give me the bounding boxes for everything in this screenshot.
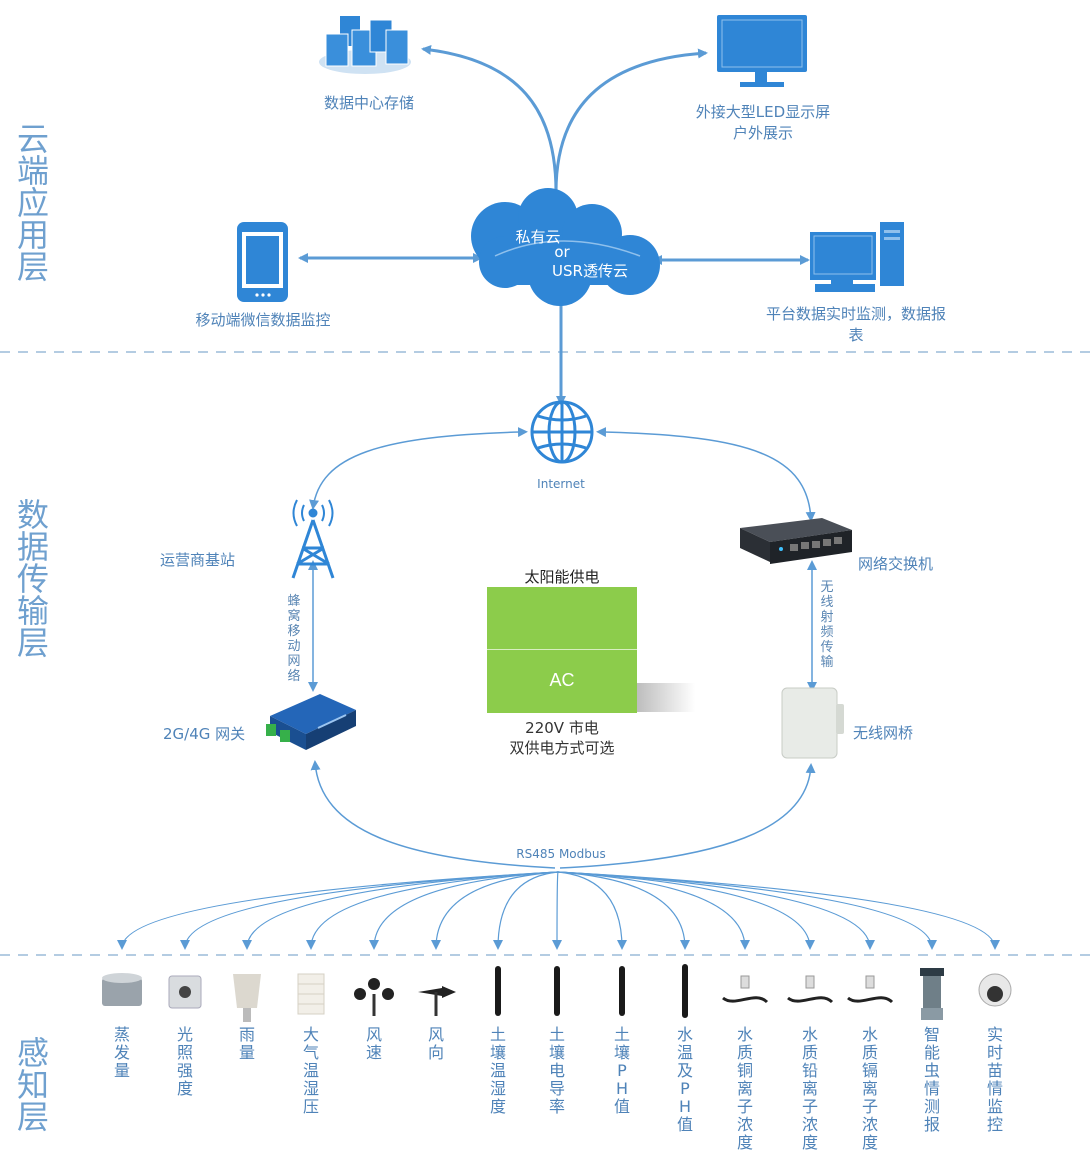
cloud-label-usr: USR透传云 xyxy=(552,262,628,280)
sensor-device-icon xyxy=(847,975,894,1004)
sensor-label: 蒸发量 xyxy=(113,1025,130,1080)
mobile-monitor-label: 移动端微信数据监控 xyxy=(195,311,331,329)
ac-label: AC xyxy=(549,670,575,690)
sensor-connections xyxy=(117,871,1000,950)
layer-label-cloud: 云端应用层 xyxy=(12,122,50,282)
led-display-label-line1: 外接大型LED显示屏 xyxy=(695,103,831,121)
sensor-device-icon xyxy=(102,973,142,1006)
sensor-connection-line xyxy=(557,871,937,950)
sensor-label: 水质镉离子浓度 xyxy=(861,1025,878,1152)
globe-icon xyxy=(530,400,594,464)
platform-monitor-label-line1: 平台数据实时监测，数据报 xyxy=(765,305,947,323)
gateway-router-icon xyxy=(266,694,356,750)
sensor-connection-line xyxy=(117,871,559,950)
monitor-icon xyxy=(717,15,807,87)
layer-label-transport: 数据传输层 xyxy=(12,498,50,658)
wireless-bridge-icon xyxy=(781,687,844,759)
sensor-label: 雨量 xyxy=(238,1025,255,1062)
sensor-connection-line xyxy=(557,871,1000,950)
cellular-network-label: 蜂窝移动网络 xyxy=(287,594,301,684)
sensor-device-icon xyxy=(354,978,394,1016)
power-supply-box: AC xyxy=(487,587,637,713)
solar-power-label: 太阳能供电 xyxy=(524,568,600,586)
sensor-connection-line xyxy=(557,871,690,950)
sensor-label: 大气温湿压 xyxy=(302,1025,319,1116)
solar-section xyxy=(487,587,637,649)
layer-label-sensing: 感知层 xyxy=(12,1036,50,1132)
sensor-device-icon xyxy=(920,968,944,1020)
dual-power-label: 双供电方式可选 xyxy=(509,739,615,757)
platform-monitor-label-line2: 表 xyxy=(848,326,864,344)
sensor-device-icon xyxy=(168,975,202,1009)
sensor-connection-line xyxy=(552,871,563,950)
sensor-label: 风速 xyxy=(365,1025,382,1062)
sensor-connection-line xyxy=(242,871,559,950)
power-box-shadow xyxy=(637,683,695,712)
bridge-label: 无线网桥 xyxy=(853,724,914,742)
sensor-connection-line xyxy=(431,871,559,950)
sensor-connection-line xyxy=(306,871,559,950)
wireless-rf-label: 无线射频传输 xyxy=(820,580,834,670)
data-center-label: 数据中心存储 xyxy=(323,94,415,112)
cloud-connections xyxy=(298,44,810,406)
sensor-connection-line xyxy=(180,871,559,950)
sensor-device-icon xyxy=(978,973,1012,1007)
sensor-connection-line xyxy=(493,871,559,950)
sensor-label: 水质铜离子浓度 xyxy=(736,1025,753,1152)
cell-tower-icon xyxy=(291,499,335,579)
sensor-label: 土壤温湿度 xyxy=(489,1025,506,1116)
bus-label: RS485 Modbus xyxy=(516,847,606,861)
sensor-label: 智能虫情测报 xyxy=(923,1025,940,1134)
sensor-connection-line xyxy=(369,871,559,950)
sensor-device-icon xyxy=(722,975,769,1004)
sensor-label: 风向 xyxy=(427,1025,444,1062)
desktop-computer-icon xyxy=(810,222,904,292)
sensor-label: 土壤电导率 xyxy=(548,1025,565,1116)
cloud-icon xyxy=(471,188,660,306)
sensor-label: 水质铅离子浓度 xyxy=(801,1025,818,1152)
internet-label: Internet xyxy=(537,477,585,491)
sensor-device-icon xyxy=(233,974,261,1022)
led-display-label-line2: 户外展示 xyxy=(732,124,794,142)
sensor-label: 土壤PH值 xyxy=(613,1025,630,1116)
network-switch-icon xyxy=(740,518,852,564)
server-stack-icon xyxy=(319,16,411,74)
base-station-label: 运营商基站 xyxy=(160,551,236,569)
sensor-device-icon xyxy=(418,986,456,1016)
cloud-label-private: 私有云 xyxy=(515,228,561,246)
sensor-device-icon xyxy=(495,966,501,1016)
mains-power-label: 220V 市电 xyxy=(525,719,599,737)
smartphone-icon xyxy=(237,222,288,302)
sensor-label: 光照强度 xyxy=(176,1025,193,1098)
sensor-device-icon xyxy=(682,964,688,1018)
cloud-label-or: or xyxy=(554,243,570,261)
sensor-device-icon xyxy=(297,973,325,1015)
sensor-connection-line xyxy=(557,871,627,950)
gateway-label: 2G/4G 网关 xyxy=(163,725,246,743)
transport-connections xyxy=(308,427,817,869)
sensor-device-icon xyxy=(554,966,560,1016)
sensor-icons xyxy=(102,964,1012,1022)
ac-section xyxy=(487,649,637,713)
sensor-device-icon xyxy=(787,975,834,1004)
sensor-device-icon xyxy=(619,966,625,1016)
switch-label: 网络交换机 xyxy=(858,555,934,573)
sensor-label: 水温及PH值 xyxy=(676,1025,693,1134)
sensor-label: 实时苗情监控 xyxy=(986,1025,1003,1134)
sensor-connection-line xyxy=(557,871,750,950)
